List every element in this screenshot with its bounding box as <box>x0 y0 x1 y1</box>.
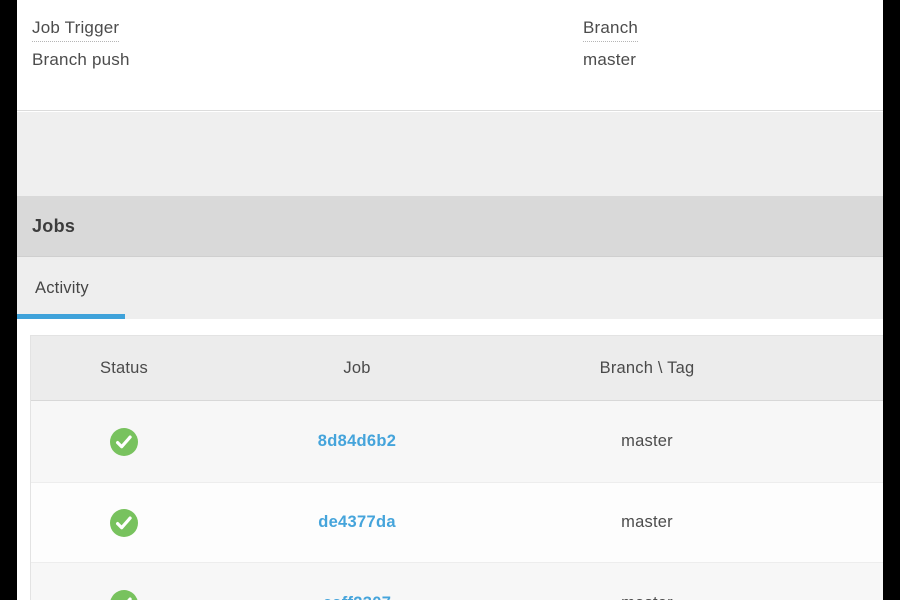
branch-cell: master <box>497 594 797 600</box>
header-branch-tag-label: Branch \ Tag <box>599 358 695 377</box>
jobs-table: Status Job Branch \ Tag 8d84d6b2 master <box>30 335 884 600</box>
status-cell <box>31 427 217 456</box>
job-link[interactable]: 8d84d6b2 <box>317 432 397 450</box>
spacer-band <box>0 112 900 196</box>
right-letterbox <box>883 0 900 600</box>
job-cell: caff2307 <box>217 594 497 600</box>
header-job-label: Job <box>343 358 371 377</box>
branch-name: master <box>621 432 673 450</box>
status-cell <box>31 589 217 600</box>
tab-activity[interactable]: Activity <box>17 257 107 319</box>
branch-cell: master <box>497 432 797 451</box>
status-cell <box>31 508 217 537</box>
success-check-icon <box>110 589 138 600</box>
branch-label[interactable]: Branch <box>583 18 639 42</box>
header-status: Status <box>31 359 217 378</box>
job-link[interactable]: de4377da <box>318 513 396 531</box>
jobs-tab-bar: Activity <box>0 257 900 319</box>
branch-value: master <box>583 50 637 69</box>
success-check-icon <box>110 427 138 456</box>
success-check-icon <box>110 508 138 537</box>
branch-name: master <box>621 513 673 531</box>
table-row[interactable]: 8d84d6b2 master <box>31 401 884 482</box>
active-tab-indicator <box>17 314 125 319</box>
jobs-section-header: Jobs <box>0 196 900 257</box>
tab-activity-label: Activity <box>35 278 89 297</box>
job-trigger-value: Branch push <box>32 50 130 69</box>
left-letterbox <box>0 0 17 600</box>
jobs-section-title: Jobs <box>32 215 76 236</box>
header-status-label: Status <box>100 358 148 377</box>
job-link[interactable]: caff2307 <box>323 594 391 600</box>
table-row[interactable]: de4377da master <box>31 482 884 563</box>
branch-cell: master <box>497 513 797 532</box>
branch-name: master <box>621 594 673 600</box>
job-trigger-label[interactable]: Job Trigger <box>32 18 120 42</box>
branch-field: Branch master <box>583 18 639 70</box>
job-cell: 8d84d6b2 <box>217 432 497 451</box>
table-header-row: Status Job Branch \ Tag <box>31 336 884 401</box>
header-job: Job <box>217 359 497 378</box>
table-row[interactable]: caff2307 master <box>31 563 884 600</box>
job-trigger-field: Job Trigger Branch push <box>32 18 130 70</box>
header-branch-tag: Branch \ Tag <box>497 359 797 378</box>
build-meta-section: Job Trigger Branch push Branch master <box>0 0 900 111</box>
job-cell: de4377da <box>217 513 497 532</box>
